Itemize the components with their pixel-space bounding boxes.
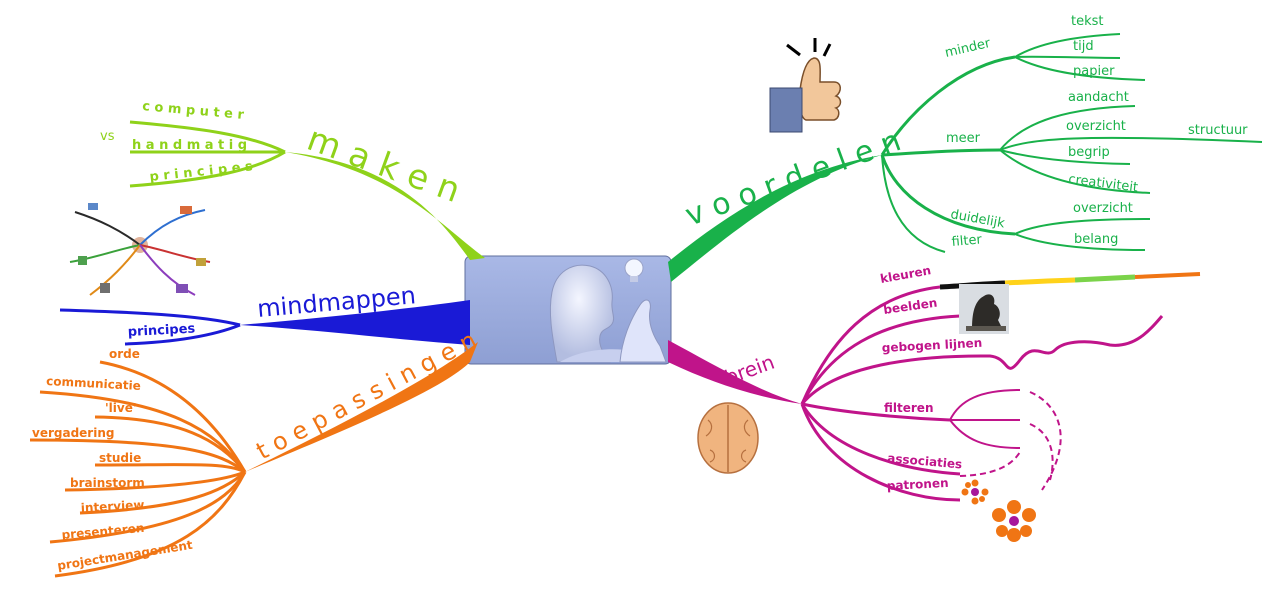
thinker-statue-image [959, 284, 1009, 334]
pattern-large-image [992, 500, 1036, 542]
maken-computer: c o m p u t e r [142, 99, 245, 123]
toepassingen-item-5: brainstorm [70, 476, 145, 490]
voordelen-tijd: tijd [1073, 39, 1094, 54]
thumbs-up-image [769, 38, 842, 133]
toepassingen-item-2: 'live' [105, 401, 137, 415]
voordelen-overzicht: overzicht [1066, 119, 1126, 134]
voordelen-papier: papier [1073, 64, 1115, 79]
brein-filteren: filteren [884, 401, 933, 415]
voordelen-tekst: tekst [1071, 14, 1104, 29]
toepassingen-item-0: orde [109, 347, 140, 361]
brein-gebogen-lijnen: gebogen lijnen [881, 336, 982, 355]
voordelen-belang: belang [1074, 232, 1118, 247]
toepassingen-item-4: studie [99, 451, 141, 465]
voordelen-filter: filter [951, 232, 983, 250]
pattern-small-image [961, 479, 989, 505]
toepassingen-label: t o e p a s s i n g e n [252, 326, 481, 466]
voordelen-aandacht: aandacht [1068, 90, 1129, 105]
central-image [464, 255, 672, 365]
brein-patronen: patronen [886, 476, 948, 493]
maken-principes: p r i n c i p e s [149, 159, 254, 185]
voordelen-begrip: begrip [1068, 145, 1110, 160]
toepassingen-item-8: projectmanagement [56, 538, 194, 573]
voordelen-meer: meer [946, 131, 981, 146]
brein-beelden: beelden [882, 296, 938, 317]
voordelen-creativiteit: creativiteit [1068, 172, 1139, 195]
brein-kleuren: kleuren [879, 263, 932, 286]
voordelen-label: v o o r d e l e n [681, 123, 906, 233]
toepassingen-item-3: vergadering [32, 426, 114, 440]
toepassingen-item-6: interview [80, 498, 144, 515]
voordelen-minder: minder [944, 36, 993, 61]
maken-label: m a k e n [302, 119, 465, 211]
brein-associaties: associaties [887, 451, 963, 471]
branch-toepassingen: t o e p a s s i n g e n orde communicati… [29, 326, 481, 578]
maken-vs: vs [100, 129, 115, 144]
voordelen-overzicht-2: overzicht [1073, 201, 1133, 216]
brain-image [697, 402, 759, 474]
branch-voordelen: v o o r d e l e n minder tekst tijd papi… [668, 14, 1263, 282]
mindmap-thumbnail-image [60, 192, 220, 304]
branch-brein: brein kleuren beelden gebogen lijnen fil… [668, 263, 1201, 502]
mindmappen-principes: principes [127, 321, 195, 340]
voordelen-structuur: structuur [1188, 123, 1248, 138]
maken-handmatig: h a n d m a t i g [132, 138, 247, 153]
toepassingen-item-1: communicatie [46, 374, 141, 393]
toepassingen-item-7: presenteren [61, 521, 145, 542]
